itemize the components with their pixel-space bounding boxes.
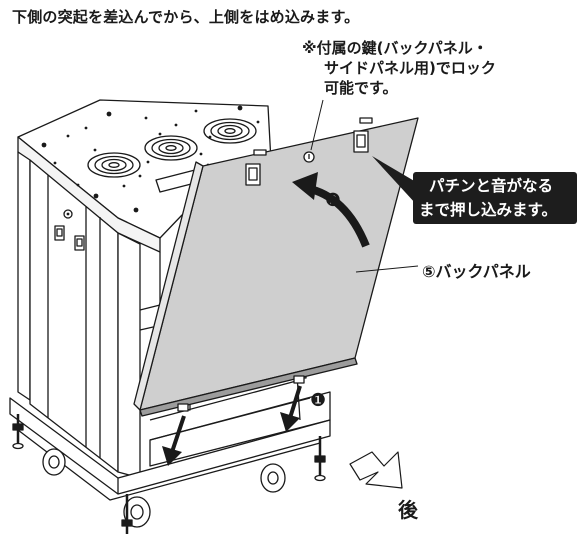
side-latch xyxy=(54,225,65,241)
step-marker-2: ❷ xyxy=(325,190,341,211)
fan-grille xyxy=(87,152,141,178)
caster-wheel xyxy=(42,448,66,476)
rear-post xyxy=(117,232,141,479)
front-left-post xyxy=(17,151,31,401)
callout-line: パチンと音がなる xyxy=(429,177,554,195)
callout-box xyxy=(413,172,577,224)
instruction-text: 下側の突起を差込んでから、上側をはめ込みます。 xyxy=(12,8,360,26)
back-direction-label: 後 xyxy=(398,498,418,522)
callout-pointer xyxy=(372,156,416,204)
insert-arrow-icon xyxy=(162,415,186,466)
side-lock-icon xyxy=(63,209,73,219)
lock-note: ※付属の鍵(バックパネル・ サイドパネル用)でロック 可能です。 xyxy=(302,38,496,98)
side-latch xyxy=(74,235,85,251)
leveling-foot xyxy=(12,414,24,450)
lock-note-line: 可能です。 xyxy=(324,79,398,97)
lock-note-line: ※付属の鍵(バックパネル・ xyxy=(302,39,488,57)
callout-text: パチンと音がなる まで押し込みます。 xyxy=(419,174,557,222)
back-panel-label: ⑤バックパネル xyxy=(422,262,531,281)
caster-wheel xyxy=(260,463,286,493)
back-panel-edge xyxy=(139,357,358,417)
note-leader-line xyxy=(310,99,324,151)
fan-grille xyxy=(203,118,257,144)
caster-wheel xyxy=(121,494,151,534)
leveling-foot xyxy=(314,436,326,482)
callout-line: まで押し込みます。 xyxy=(419,201,557,219)
panel-label-leader xyxy=(355,265,419,273)
lock-note-line: サイドパネル用)でロック xyxy=(324,59,496,77)
step-marker-1: ❶ xyxy=(310,390,326,411)
fan-grille xyxy=(144,135,198,161)
back-direction-arrow-icon xyxy=(349,451,403,489)
back-panel xyxy=(133,99,419,417)
insert-arrow-icon xyxy=(280,385,302,432)
